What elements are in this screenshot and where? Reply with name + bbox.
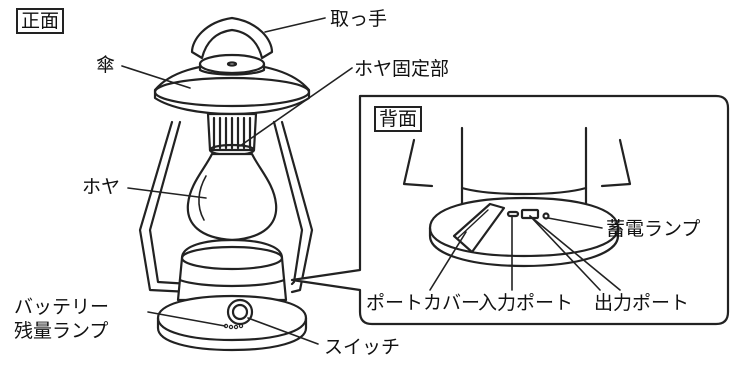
label-port-cover: ポートカバー bbox=[366, 292, 481, 314]
label-umbrella: 傘 bbox=[96, 54, 116, 76]
umbrella-shape bbox=[153, 53, 311, 116]
label-battery-lamp-line1: バッテリー bbox=[14, 296, 110, 318]
handle-shape bbox=[190, 16, 274, 60]
front-view-title: 正面 bbox=[16, 8, 65, 34]
label-output-port: 出力ポート bbox=[594, 292, 690, 314]
output-port-shape bbox=[520, 208, 540, 220]
back-view-title: 背面 bbox=[374, 106, 423, 132]
port-cover-shape bbox=[452, 202, 506, 254]
label-charge-lamp: 蓄電ランプ bbox=[606, 218, 701, 240]
globe-holder-shape bbox=[206, 112, 258, 157]
base-body-shape bbox=[156, 238, 308, 352]
frame-wire-left bbox=[138, 120, 192, 294]
label-globe-holder: ホヤ固定部 bbox=[354, 58, 450, 80]
frame-wire-right bbox=[272, 120, 314, 294]
label-handle: 取っ手 bbox=[330, 8, 388, 30]
leader-lines bbox=[121, 17, 621, 345]
input-port-shape bbox=[506, 210, 520, 218]
charge-lamp-shape bbox=[542, 212, 550, 220]
switch-shape bbox=[226, 298, 254, 326]
label-battery-lamp-line2: 残量ランプ bbox=[14, 320, 109, 342]
label-switch: スイッチ bbox=[324, 336, 401, 358]
label-input-port: 入力ポート bbox=[478, 292, 574, 314]
label-globe: ホヤ bbox=[82, 176, 121, 198]
